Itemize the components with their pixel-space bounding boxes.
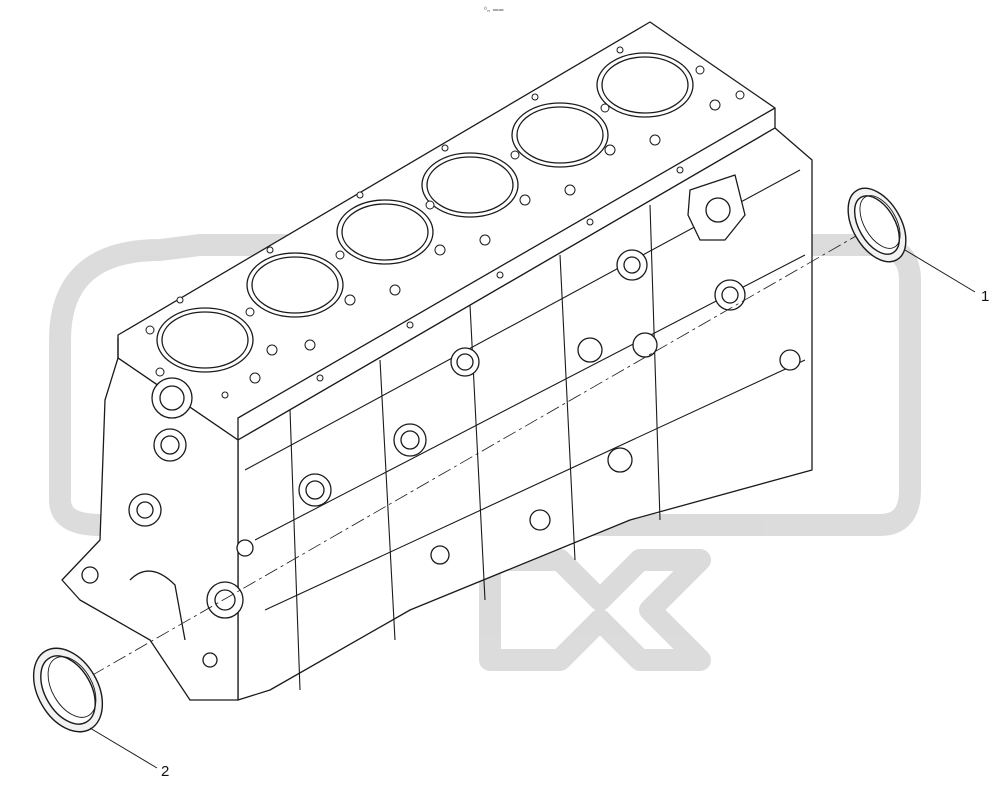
engine-block: [61, 21, 813, 701]
front-crankshaft-seal: [32, 647, 104, 733]
callout-label-1: 1: [981, 288, 990, 305]
crankshaft-centerline: [69, 227, 871, 689]
side-bosses: [298, 249, 801, 565]
leader-line-2: [89, 727, 158, 769]
cylinder-bores: [156, 52, 694, 373]
block-front-face: [61, 357, 239, 701]
leader-line-1: [904, 249, 976, 293]
rear-crankshaft-seal: [847, 187, 907, 263]
deck-holes: [145, 46, 745, 399]
callout-label-2: 2: [161, 763, 170, 780]
block-side-face: [237, 127, 813, 701]
header-mark: ⁰ₙ ══: [484, 7, 504, 14]
